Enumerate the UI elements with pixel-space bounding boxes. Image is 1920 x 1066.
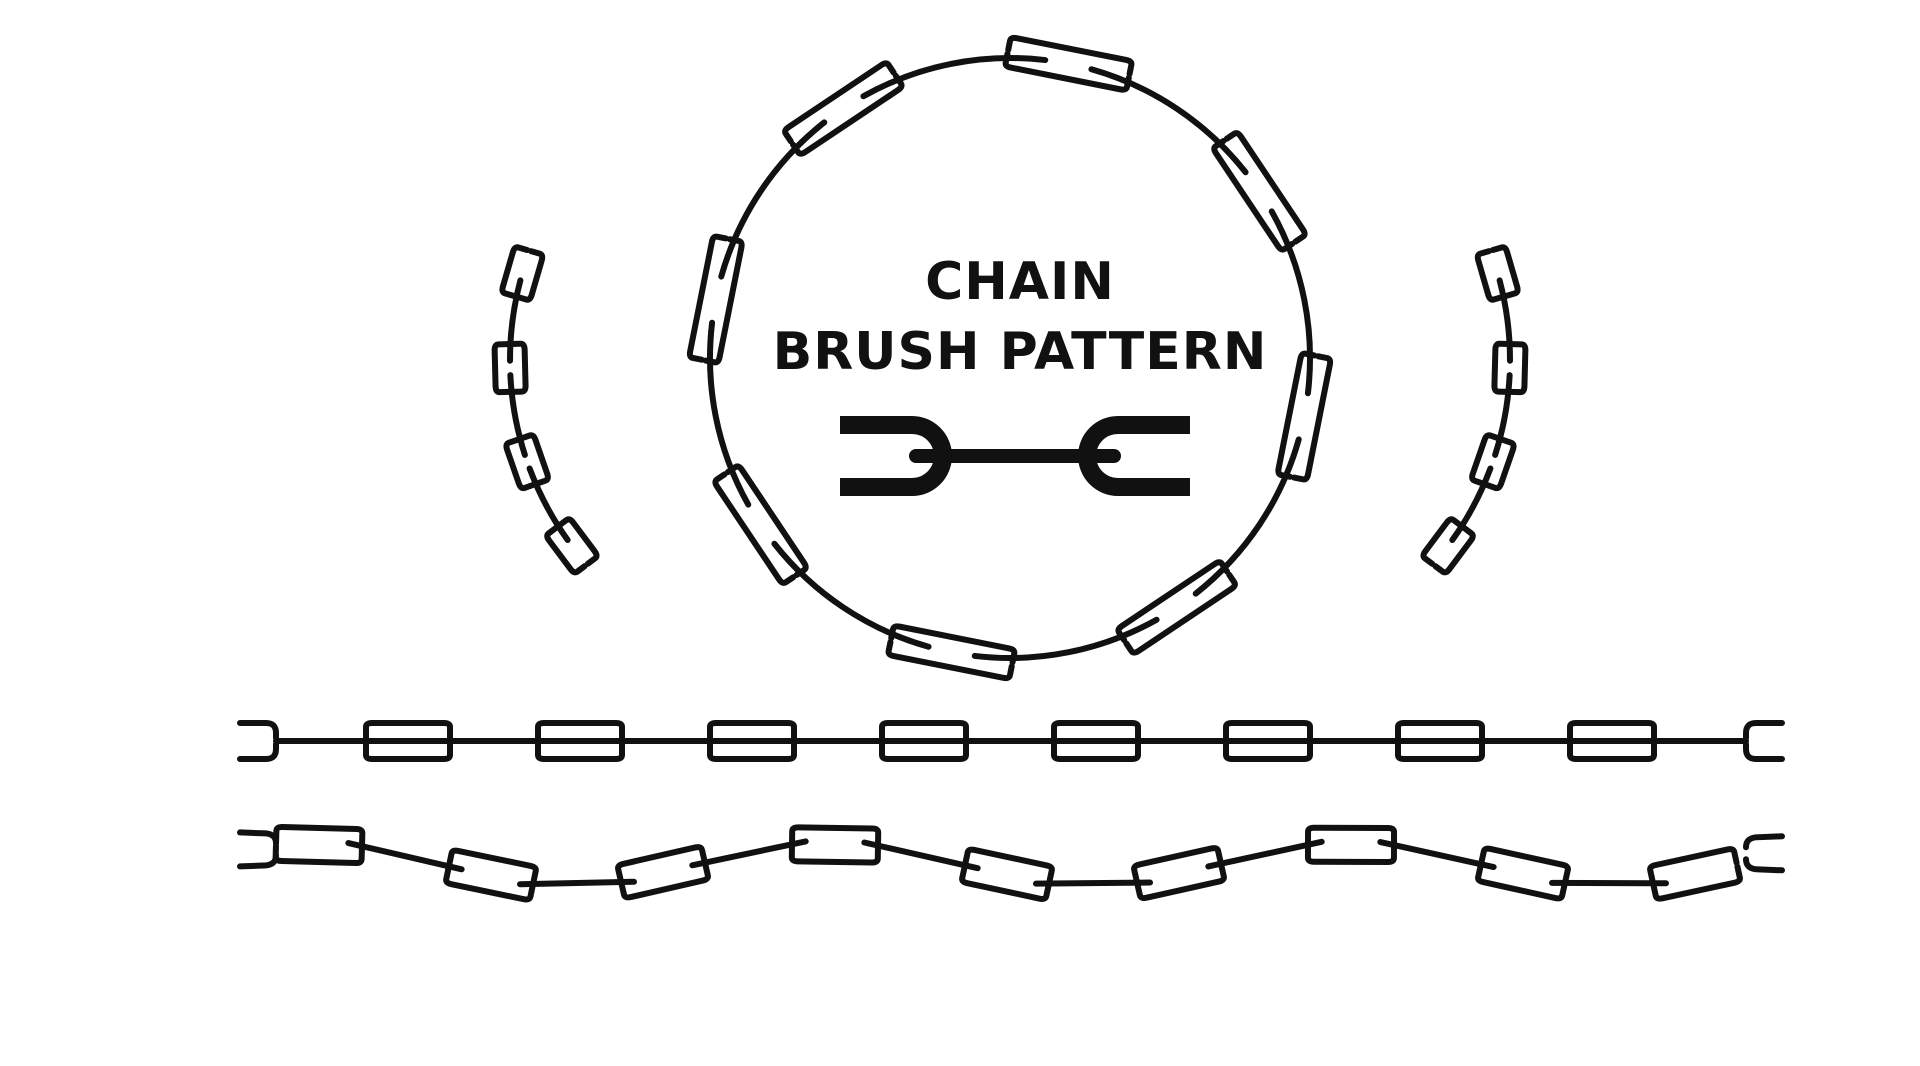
straight-chain: [237, 720, 1785, 762]
wavy-link-flat: [1647, 846, 1743, 902]
circle-link-bar: [1268, 208, 1313, 397]
wavy-link-bar: [517, 878, 637, 888]
broken-chain-icon: [840, 416, 1190, 496]
arc-link-bar: [507, 277, 524, 364]
straight-link-flat: [1223, 720, 1313, 762]
wavy-link-flat: [1475, 845, 1571, 902]
wavy-link-bar: [1033, 879, 1153, 887]
circular-chain: [686, 34, 1334, 682]
wavy-end-left: [237, 829, 279, 847]
straight-link-flat: [707, 720, 797, 762]
arc-link-flat: [1474, 244, 1521, 303]
right-chain-arc: [1420, 244, 1529, 576]
arc-link-flat: [499, 244, 546, 303]
straight-link-flat: [535, 720, 625, 762]
arc-link-bar: [1449, 465, 1494, 544]
circle-link-bar: [1088, 66, 1249, 176]
circle-link-bar: [1192, 436, 1302, 597]
wavy-link-flat: [788, 824, 882, 866]
straight-link-flat: [1051, 720, 1141, 762]
wavy-link-flat: [615, 844, 711, 901]
wavy-link-bar: [345, 840, 465, 873]
straight-link-flat: [363, 720, 453, 762]
straight-link-flat: [1567, 720, 1657, 762]
wavy-link-flat: [1304, 824, 1398, 866]
straight-end-right: [1743, 741, 1785, 762]
arc-link-flat: [491, 340, 529, 396]
circle-link-bar: [771, 540, 932, 650]
circle-link-flat: [686, 233, 745, 366]
circle-link-bar: [718, 119, 828, 280]
arc-link-bar: [1496, 277, 1514, 364]
wavy-end-right: [1743, 856, 1785, 874]
straight-end-left: [237, 741, 279, 762]
circle-link-flat: [1002, 34, 1135, 93]
straight-end-right: [1743, 720, 1785, 741]
circle-link-flat: [712, 463, 809, 586]
title-line-1: CHAIN: [925, 252, 1115, 312]
circle-link-flat: [1275, 350, 1334, 483]
wavy-link-bar: [861, 839, 981, 872]
wavy-link-bar: [1205, 838, 1325, 870]
left-chain-arc: [491, 244, 600, 576]
title-line-2: BRUSH PATTERN: [772, 322, 1268, 382]
straight-end-left: [237, 720, 279, 741]
wavy-link-bar: [689, 838, 809, 869]
wavy-end-right: [1743, 833, 1785, 851]
arc-link-flat: [1491, 340, 1529, 396]
arc-link-bar: [507, 372, 528, 458]
arc-link-flat: [544, 516, 600, 576]
wavy-end-left: [237, 852, 279, 870]
circle-link-flat: [1211, 130, 1308, 253]
wavy-link-flat: [959, 846, 1055, 902]
circle-link-bar: [860, 55, 1049, 100]
straight-link-flat: [1395, 720, 1485, 762]
arc-link-flat: [503, 432, 551, 492]
arc-link-flat: [1420, 516, 1476, 576]
arc-link-bar: [526, 465, 571, 544]
straight-link-flat: [879, 720, 969, 762]
arc-link-flat: [1469, 432, 1517, 492]
arc-link-bar: [1492, 372, 1513, 458]
circle-link-flat: [782, 60, 905, 157]
circle-link-bar: [707, 319, 752, 508]
circle-link-bar: [971, 616, 1160, 661]
wavy-link-flat: [443, 847, 539, 903]
wavy-link-bar: [1377, 839, 1497, 871]
circle-link-flat: [885, 623, 1018, 682]
wavy-chain: [237, 824, 1785, 903]
circle-link-flat: [1115, 559, 1238, 656]
wavy-link-flat: [1131, 845, 1227, 902]
